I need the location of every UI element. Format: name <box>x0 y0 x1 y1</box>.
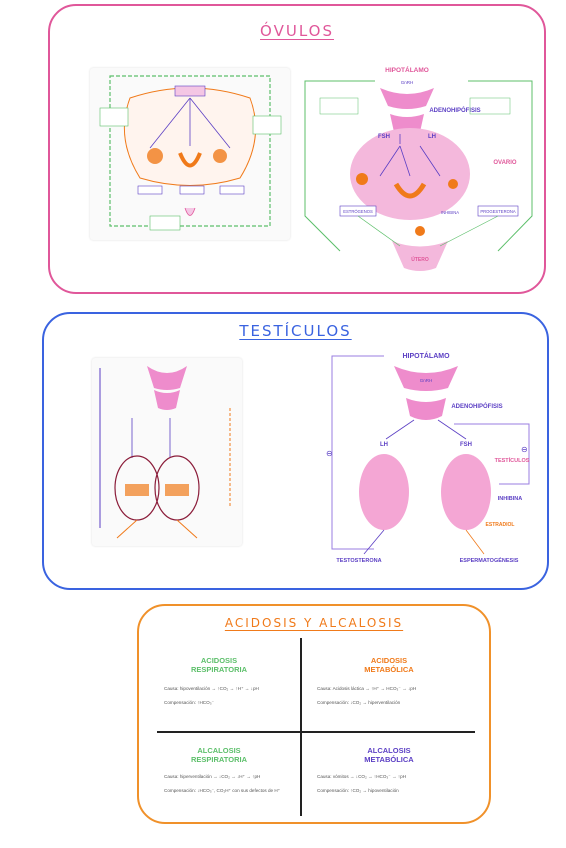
q4-comp: Compensación: ↑CO₂ → hipoventilación <box>317 788 399 793</box>
progesterona-label: PROGESTERONA <box>480 209 516 214</box>
q4-causa: Causa: vómitos → ↓CO₂ → ↑HCO₃⁻ → ↑pH <box>317 774 407 779</box>
testiculos-diagram: ⊖ ⊖ HIPOTÁLAMO GnRH ADENOHIPÓFISIS LH FS… <box>326 351 530 564</box>
inhibina-label: INHIBINA <box>498 496 522 502</box>
ovario-shape <box>350 128 470 220</box>
horizontal-divider <box>157 731 475 733</box>
testosterona-label: TESTOSTERONA <box>336 558 381 564</box>
ovulos-sketch <box>99 75 282 231</box>
gnrh-label: GnRH <box>401 80 414 85</box>
estrogenos-label: ESTRÓGENOS <box>343 209 373 214</box>
q3-title-line2: RESPIRATORIA <box>191 755 247 764</box>
hipotalamo-label: HIPOTÁLAMO <box>385 65 429 74</box>
q3-comp: Compensación: ↓HCO₃⁻, CO₂H⁺ con sus defe… <box>164 788 281 793</box>
q2-title: ACIDOSIS METABÓLICA <box>329 656 449 674</box>
q3-causa: Causa: hiperventilación → ↓CO₂ → ↓H⁺ → ↑… <box>164 774 261 779</box>
leydig-shape <box>359 454 409 530</box>
utero-shape <box>392 241 448 271</box>
follicle-left <box>356 173 368 185</box>
testiculos-panel: TESTÍCULOS ⊖ ⊖ HIPOTÁLAMO GnRH ADENOHIPÓ… <box>42 312 549 590</box>
vertical-divider <box>300 638 302 816</box>
ovulos-diagram: HIPOTÁLAMO GnRH ADENOHIPÓFISIS FSH LH OV… <box>304 65 533 271</box>
q1-title-line1: ACIDOSIS <box>200 656 238 665</box>
gnrh-label: GnRH <box>420 378 433 383</box>
q3-title-line1: ALCALOSIS <box>197 746 241 755</box>
feedback-line-left <box>331 355 384 550</box>
ovulo-dot <box>415 226 425 236</box>
corpus-right <box>448 179 458 189</box>
testiculos-sketch <box>99 366 231 539</box>
estradiol-label: ESTRADIOL <box>486 522 515 528</box>
acidosis-title: ACIDOSIS Y ALCALOSIS <box>224 616 404 630</box>
fsh-label: FSH <box>460 442 472 448</box>
testiculos-label: TESTÍCULOS <box>495 456 530 464</box>
hipotalamo-label: HIPOTÁLAMO <box>402 351 450 360</box>
feedback-line-right <box>468 80 533 252</box>
adenohipofisis-label: ADENOHIPÓFISIS <box>451 402 502 410</box>
adenohipofisis-label: ADENOHIPÓFISIS <box>429 106 480 114</box>
follicle-center <box>393 182 427 199</box>
espermatogenesis-label: ESPERMATOGÉNESIS <box>460 556 519 564</box>
acidosis-panel: ACIDOSIS Y ALCALOSIS ACIDOSIS RESPIRATOR… <box>137 604 491 824</box>
ovulos-sketch-card <box>90 68 290 240</box>
q2-causa: Causa: Acidosis láctica → ↑H⁺ → HCO₃⁻ → … <box>317 686 417 691</box>
q2-comp: Compensación: ↓CO₂ → hiperventilación <box>317 700 401 705</box>
q4-title: ALCALOSIS METABÓLICA <box>329 746 449 764</box>
q3-title: ALCALOSIS RESPIRATORIA <box>169 746 269 764</box>
q1-comp: Compensación: ↑HCO₃⁻ <box>164 700 214 705</box>
fsh-label: FSH <box>378 134 390 140</box>
minus-sign-right: ⊖ <box>521 445 528 454</box>
ovulos-title: ÓVULOS <box>260 22 334 40</box>
q1-title: ACIDOSIS RESPIRATORIA <box>169 656 269 674</box>
ovulos-panel: ÓVULOS HIPOTÁLAMO GnRH <box>48 4 546 294</box>
ovario-label: OVARIO <box>493 160 517 166</box>
q1-title-line2: RESPIRATORIA <box>191 665 247 674</box>
lh-label: LH <box>428 134 436 140</box>
feedback-line-left <box>304 80 375 252</box>
lh-label: LH <box>380 442 388 448</box>
q1-causa: Causa: hipoventilación → ↑CO₂ → ↑H⁺ → ↓p… <box>164 686 259 691</box>
q2-title-line1: ACIDOSIS <box>370 656 408 665</box>
hipotalamo-shape <box>394 366 458 391</box>
hipotalamo-shape <box>380 88 434 109</box>
utero-label: ÚTERO <box>411 256 429 263</box>
q2-title-line2: METABÓLICA <box>364 665 414 674</box>
feedback-line-right <box>454 423 530 485</box>
q4-title-line1: ALCALOSIS <box>367 746 411 755</box>
minus-sign-left: ⊖ <box>326 449 333 458</box>
sertoli-shape <box>441 454 491 530</box>
testiculos-title: TESTÍCULOS <box>239 322 352 340</box>
testiculos-sketch-card <box>92 358 242 546</box>
q4-title-line2: METABÓLICA <box>364 755 414 764</box>
inhibina-label: INHIBINA <box>441 210 459 215</box>
adenohipofisis-shape <box>406 398 446 420</box>
